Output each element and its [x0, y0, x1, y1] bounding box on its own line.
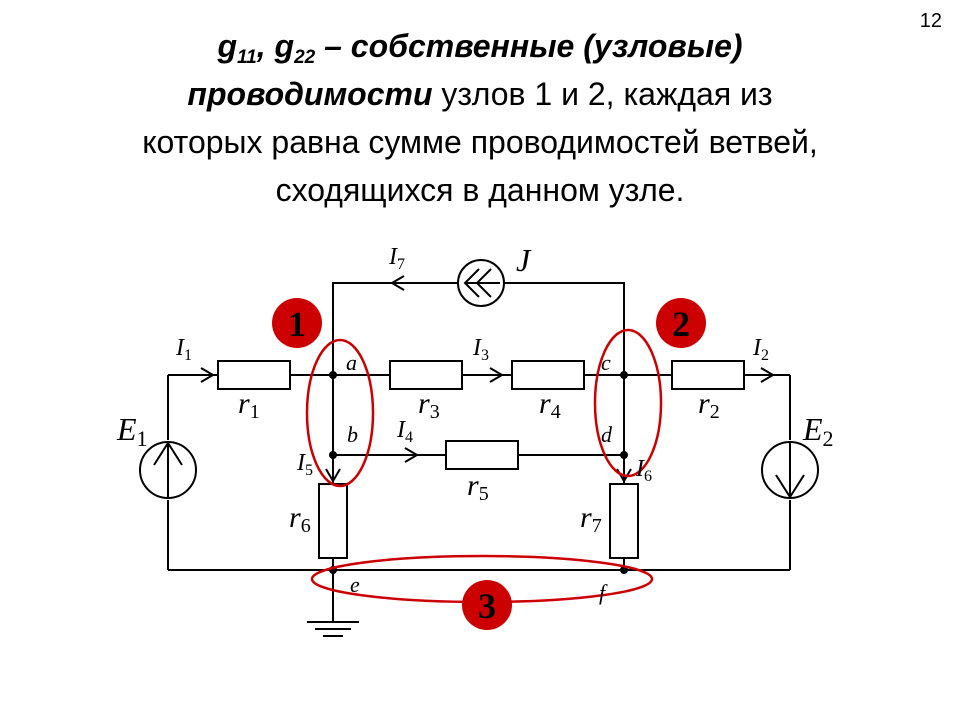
label-r6: r6 — [289, 501, 311, 537]
label-r1: r1 — [238, 387, 260, 423]
heading-line-2: проводимости узлов 1 и 2, каждая из — [187, 76, 773, 112]
node-dot-a — [329, 371, 337, 379]
label-r2: r2 — [698, 387, 720, 423]
label-j: J — [516, 242, 532, 278]
node-dot-d — [620, 451, 628, 459]
node-2-highlight — [593, 328, 663, 478]
badge-node-3: 3 — [462, 580, 512, 630]
node-dot-b — [329, 451, 337, 459]
heading-emphasis-1: собственные (узловые) — [350, 28, 743, 64]
label-i2: I2 — [752, 335, 769, 364]
label-node-e: e — [350, 572, 360, 597]
label-node-c: c — [601, 350, 611, 375]
g11-symbol: g11 — [217, 28, 257, 68]
current-arrows — [200, 275, 775, 483]
heading-line-3: которых равна сумме проводимостей ветвей… — [142, 124, 818, 160]
node-dot-c — [620, 371, 628, 379]
label-node-f: f — [599, 580, 608, 605]
label-i6: I6 — [635, 456, 652, 485]
label-i3: I3 — [472, 335, 489, 364]
heading-line-1: g11, g22 – собственные (узловые) — [217, 28, 743, 68]
arrow-i5 — [325, 468, 341, 483]
label-e2: E2 — [802, 411, 834, 451]
resistor-r6 — [318, 483, 348, 559]
resistor-r2 — [671, 360, 745, 390]
voltage-source-e1 — [139, 441, 197, 499]
label-i7: I7 — [388, 244, 405, 273]
g22-symbol: g22 — [274, 28, 316, 68]
badge-node-1: 1 — [272, 298, 322, 348]
resistor-r3 — [389, 360, 463, 390]
svg-text:1: 1 — [288, 304, 306, 344]
label-i5: I5 — [296, 450, 313, 479]
label-i1: I1 — [175, 335, 192, 364]
node-1-highlight — [305, 338, 375, 488]
label-node-d: d — [601, 422, 613, 447]
current-source-j — [457, 259, 505, 307]
label-r5: r5 — [467, 469, 489, 505]
arrow-i1 — [200, 367, 215, 383]
label-node-b: b — [347, 422, 358, 447]
svg-text:3: 3 — [478, 586, 496, 626]
svg-text:2: 2 — [672, 304, 690, 344]
label-r7: r7 — [580, 501, 602, 537]
arrow-i4 — [404, 447, 419, 463]
resistor-r1 — [217, 360, 291, 390]
arrow-i7 — [390, 275, 405, 291]
label-r4: r4 — [539, 387, 561, 423]
voltage-source-e2 — [761, 441, 819, 499]
node-dots — [329, 371, 628, 574]
heading-emphasis-2: проводимости — [187, 76, 433, 112]
label-e1: E1 — [116, 411, 148, 451]
resistor-r4 — [511, 360, 585, 390]
arrow-i2 — [760, 367, 775, 383]
page-number: 12 — [919, 10, 942, 32]
label-r3: r3 — [418, 387, 440, 423]
resistor-r5 — [445, 440, 519, 470]
slide-heading: g11, g22 – собственные (узловые) проводи… — [40, 22, 920, 214]
heading-line-4: сходящихся в данном узле. — [275, 172, 685, 208]
arrow-i3 — [489, 367, 504, 383]
label-node-a: a — [346, 350, 357, 375]
badge-node-2: 2 — [656, 298, 706, 348]
label-i4: I4 — [396, 417, 413, 446]
resistor-r7 — [609, 483, 639, 559]
